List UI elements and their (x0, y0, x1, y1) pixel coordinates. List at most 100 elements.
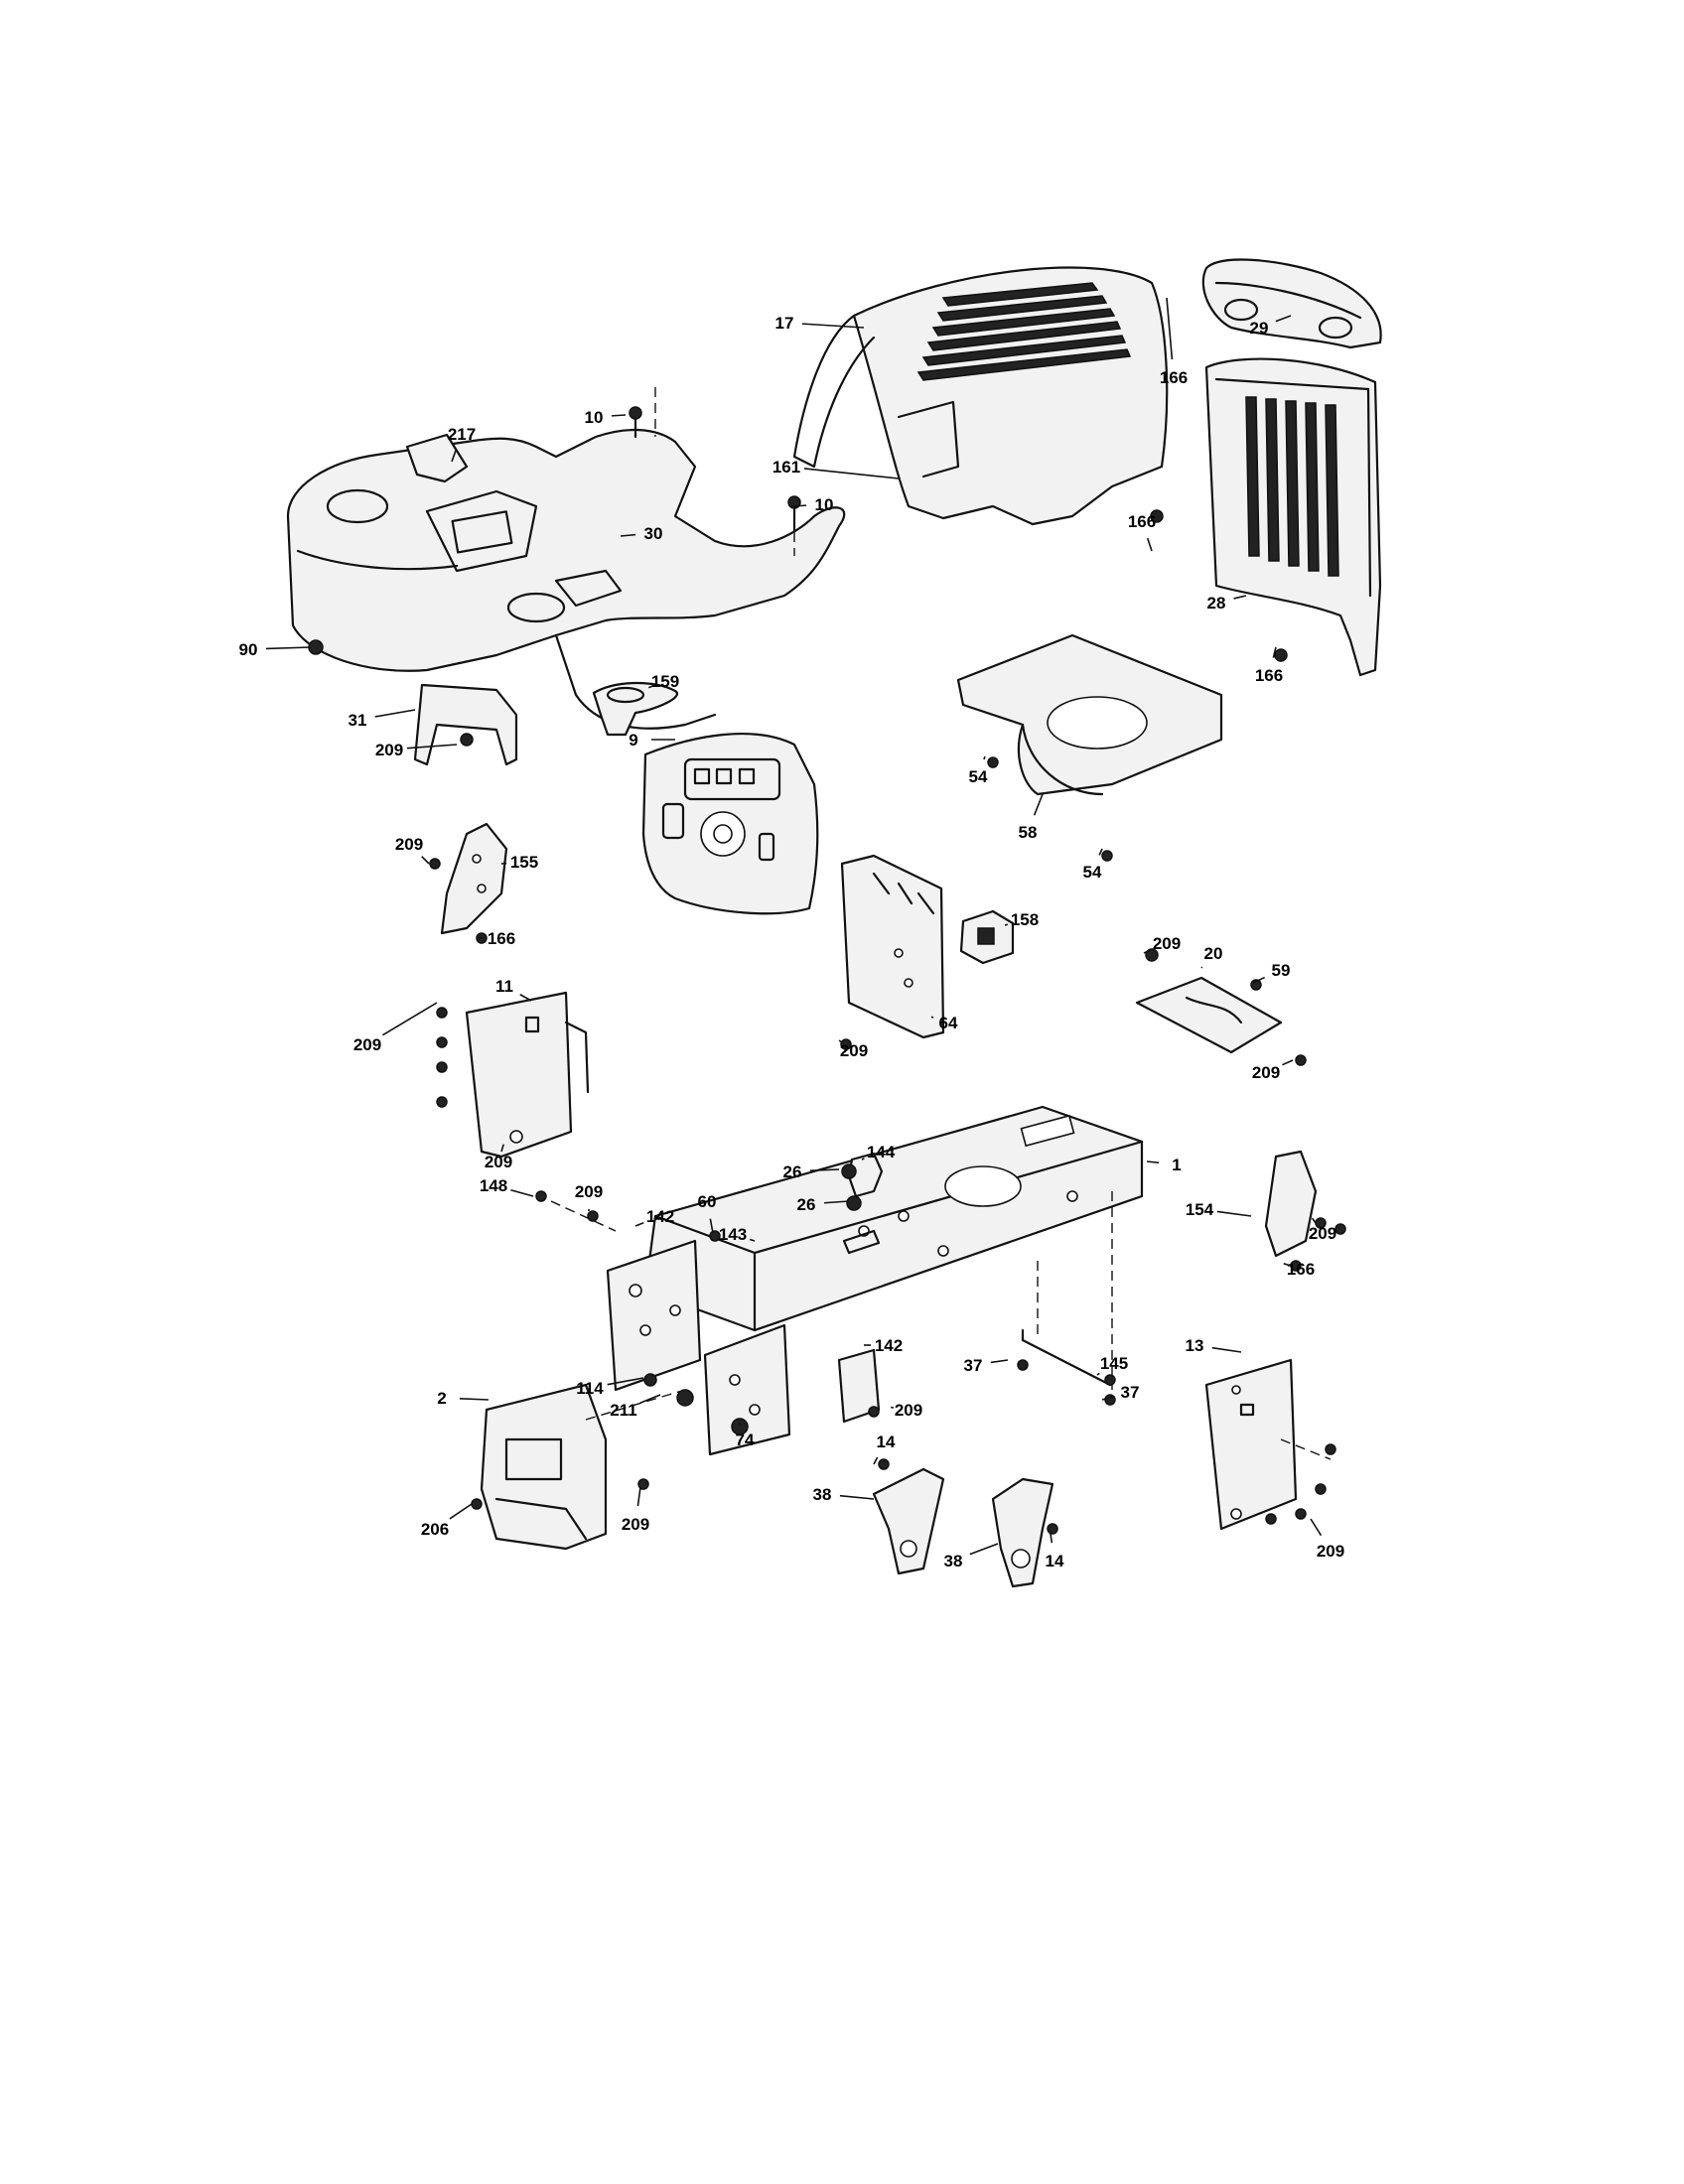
callout-leader-line (823, 1200, 850, 1204)
callout-leader-line (1282, 1059, 1294, 1066)
part-20-plate (1135, 976, 1283, 1054)
callout-leader-line (421, 856, 430, 865)
callout-label: 1 (1172, 1156, 1181, 1174)
callout-11: 11 (495, 977, 532, 1002)
callout-label: 209 (1153, 934, 1181, 953)
callout-leader-line (983, 755, 986, 760)
callout-leader-line (382, 1002, 438, 1036)
callout-leader-line (519, 994, 532, 1002)
callout-leader-line (1312, 1217, 1317, 1224)
part-154-bracket (1264, 1150, 1318, 1258)
callout-31: 31 (349, 709, 416, 730)
callout-209: 209 (485, 1144, 512, 1171)
callout-leader-line (801, 323, 865, 329)
callout-label: 154 (1186, 1200, 1214, 1219)
callout-label: 114 (576, 1379, 604, 1398)
callout-142: 142 (634, 1207, 674, 1227)
callout-209: 209 (1310, 1518, 1344, 1561)
part-11-side-plate (465, 991, 590, 1159)
callout-209: 209 (375, 741, 458, 759)
callout-2: 2 (437, 1389, 490, 1408)
callout-label: 54 (1083, 863, 1102, 882)
callout-9: 9 (629, 731, 675, 750)
callout-leader-line (1146, 537, 1153, 552)
part-17-hood (792, 266, 1169, 526)
callout-leader-line (406, 744, 458, 750)
part-9-dash-console (641, 732, 819, 915)
callout-166: 166 (1160, 297, 1188, 387)
callout-26: 26 (783, 1162, 840, 1181)
callout-label: 2 (437, 1389, 446, 1408)
callout-30: 30 (620, 524, 663, 543)
callout-209: 209 (395, 835, 430, 865)
callout-59: 59 (1252, 961, 1290, 984)
callout-leader-line (738, 1422, 741, 1426)
callout-161: 161 (772, 458, 900, 479)
callout-label: 38 (944, 1552, 963, 1570)
part-31-bracket (413, 683, 518, 766)
callout-10: 10 (585, 408, 627, 427)
callout-leader-line (1033, 793, 1044, 816)
callout-label: 144 (867, 1143, 896, 1161)
callout-leader-line (969, 1543, 999, 1556)
callout-leader-line (838, 1039, 843, 1043)
callout-label: 30 (644, 524, 663, 543)
callout-label: 209 (1309, 1224, 1336, 1243)
callout-label: 10 (585, 408, 604, 427)
callout-label: 161 (772, 458, 800, 477)
part-2-front-bumper (480, 1383, 608, 1551)
callout-label: 31 (349, 711, 367, 730)
assembly-lines (550, 387, 1332, 1460)
part-38-right-bracket (991, 1477, 1054, 1588)
part-158-switch (959, 909, 1015, 965)
callout-leader-line (607, 1377, 644, 1386)
callout-leader-line (1310, 1518, 1323, 1537)
callout-label: 209 (485, 1153, 512, 1171)
callout-label: 145 (1100, 1354, 1128, 1373)
callout-217: 217 (448, 425, 476, 463)
part-28-grille (1204, 357, 1382, 677)
callout-leader-line (839, 1494, 875, 1500)
callout-leader-line (500, 1144, 504, 1153)
callout-leader-line (1101, 1396, 1113, 1401)
callout-38: 38 (813, 1485, 875, 1504)
callout-label: 209 (895, 1401, 922, 1420)
callout-20: 20 (1200, 944, 1222, 969)
callout-166: 166 (1283, 1260, 1315, 1279)
part-30-fender (286, 429, 846, 730)
callout-209: 209 (353, 1002, 438, 1054)
callout-28: 28 (1207, 594, 1247, 613)
callout-label: 28 (1207, 594, 1226, 613)
callout-leader-line (803, 468, 900, 479)
callout-209: 209 (1252, 1059, 1294, 1082)
part-159-cup-holder (592, 681, 679, 737)
part-155-bracket (440, 822, 508, 935)
callout-13: 13 (1186, 1336, 1242, 1355)
callout-label: 37 (964, 1356, 983, 1375)
callout-label: 211 (610, 1401, 636, 1420)
callout-leader-line (749, 1238, 756, 1242)
callout-label: 209 (395, 835, 423, 854)
callout-166: 166 (1255, 646, 1283, 685)
callout-label: 13 (1186, 1336, 1204, 1355)
part-13-side-plate (1204, 1358, 1298, 1531)
callout-label: 209 (353, 1035, 381, 1054)
callout-leader-line (611, 414, 627, 417)
part-217-tag (405, 433, 469, 483)
callout-label: 206 (421, 1520, 449, 1539)
callout-label: 209 (622, 1515, 649, 1534)
callout-leader-line (1233, 595, 1247, 600)
callout-label: 158 (1011, 910, 1039, 929)
callout-leader-line (791, 504, 807, 507)
callout-159: 159 (647, 672, 679, 691)
callout-label: 38 (813, 1485, 832, 1504)
callout-209: 209 (1309, 1217, 1336, 1243)
callout-90: 90 (239, 640, 312, 659)
part-64-panel (840, 854, 945, 1039)
callout-leader-line (873, 1456, 879, 1465)
callout-54: 54 (1083, 848, 1103, 882)
callout-label: 54 (969, 767, 988, 786)
callout-label: 166 (1255, 666, 1283, 685)
